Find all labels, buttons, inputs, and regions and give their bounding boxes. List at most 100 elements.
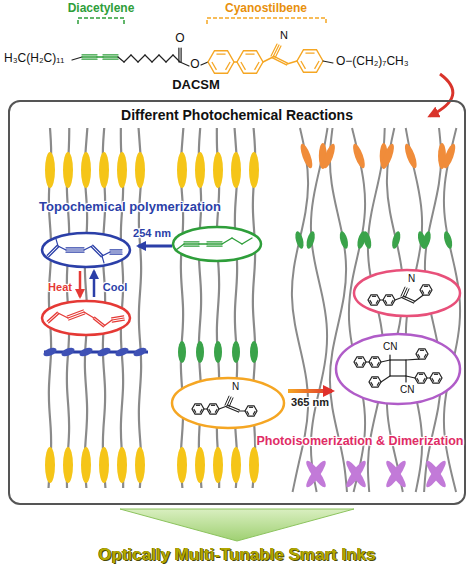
ring-double-bond [373,358,377,359]
group-label: Cyanostilbene [225,2,307,16]
bond [239,410,245,411]
cyanostilbene-unit [213,447,223,483]
bond [166,55,173,62]
ring-double-bond [247,411,249,415]
ring-double-bond [370,300,372,304]
down-arrow [120,509,354,541]
ring-double-bond [372,296,376,297]
cyanostilbene-unit [177,152,187,188]
ring-double-bond [200,409,202,413]
bond [103,59,118,60]
cool-arrow [93,271,96,297]
ring-double-bond [215,409,217,413]
bond [184,243,199,244]
ring-double-bond [373,378,377,379]
bond [181,48,182,62]
heat-arrow [79,271,82,297]
ring-double-bond [358,358,362,359]
bond [145,55,152,62]
isomer-callout: N [352,268,462,318]
ellipse-outline [352,268,462,318]
benzene-ring [354,357,366,367]
bond [219,406,227,409]
reaction-label: Photoisomerization & Dimerization [257,434,464,448]
polydiacetylene-unit [96,346,112,358]
bond [242,238,252,244]
benzene-ring [369,357,381,367]
atom-label: O [175,32,184,46]
benzene-ring [416,349,428,359]
benzene-ring [245,406,257,416]
ring-double-bond [305,52,314,53]
callout-ellipse [173,227,261,261]
diacetylene-unit [232,341,240,363]
ring-double-bond [226,62,231,70]
bond [110,254,122,255]
dimer-crosslink [344,459,369,490]
benzene-ring [208,51,234,74]
cyanostilbene-unit [117,152,127,188]
ring-double-bond [385,300,387,304]
bond [381,376,390,382]
bond [58,313,68,318]
bond [152,55,159,62]
dimer-crosslink [384,459,409,490]
bond [287,61,297,64]
ring-double-bond [211,405,215,406]
bond [184,241,199,242]
bond [406,359,419,361]
benzene-ring [430,373,442,383]
chemical-formula: O−(CH₂)₇CH₃ [336,55,409,69]
bond [180,62,189,66]
ring-double-bond [377,382,379,386]
polydiacetylene-unit [78,346,94,358]
dacsm-structure [72,18,333,73]
cyanostilbene-unit [135,447,145,483]
bond [93,319,103,327]
bond [414,295,423,302]
chemical-formula: H₃C(H₂C)₁₁ [4,52,64,66]
diacetylene-unit [361,230,372,249]
ring-double-bond [301,61,306,69]
benzene-ring [297,50,323,73]
polydiacetylene-unit [42,346,58,358]
benzene-ring [369,377,381,387]
atom-label: O [190,58,199,72]
dimer-crosslink [424,459,449,490]
bond [405,376,406,382]
isomerized-unit [441,142,457,169]
dimer-crosslink [304,459,329,490]
bond [110,249,122,250]
isomerized-unit [403,142,419,169]
bond [118,57,124,62]
diacetylene-unit [421,230,432,249]
bond [58,246,66,250]
ring-double-bond [376,300,378,304]
diacetylene-unit [294,230,305,249]
isomerized-unit [298,142,314,169]
ring-double-bond [371,362,373,366]
bond [112,318,124,320]
ellipse-outline [334,332,462,406]
bond [56,239,58,246]
bond [323,61,333,63]
benzene-ring [383,295,395,305]
benzene-ring [368,295,380,305]
cyanostilbene-unit [135,152,145,188]
uv-arrow [288,389,332,393]
dimer-crosslink [344,459,369,490]
cyanostilbene-unit [249,152,259,188]
bond [403,296,414,301]
reaction-label: Topochemical polymerization [39,200,221,215]
bond [263,57,273,62]
ring-double-bond [212,62,217,70]
bond [102,256,104,263]
cyanostilbene-unit [249,447,259,483]
bond [178,48,179,62]
ring-double-bond [428,290,430,294]
cyanostilbene-unit [213,152,223,188]
bond [66,247,84,248]
bond [207,243,222,244]
process-label: Heat [48,281,72,294]
